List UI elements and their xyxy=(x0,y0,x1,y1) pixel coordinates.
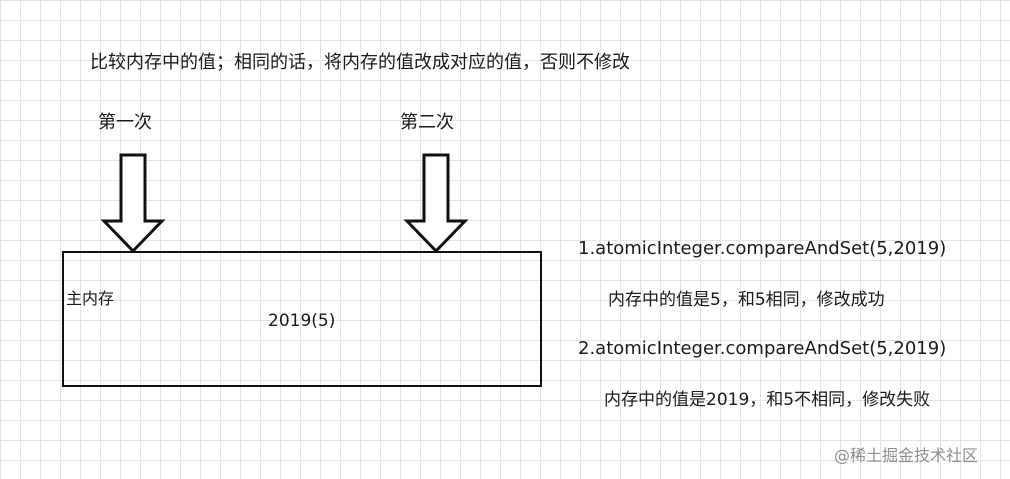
step-1-call: 1.atomicInteger.compareAndSet(5,2019) xyxy=(578,238,947,259)
step-2-call: 2.atomicInteger.compareAndSet(5,2019) xyxy=(578,338,947,359)
step-2-result: 内存中的值是2019，和5不相同，修改失败 xyxy=(604,390,931,410)
second-attempt-label: 第二次 xyxy=(400,112,454,133)
description-text: 比较内存中的值；相同的话，将内存的值改成对应的值，否则不修改 xyxy=(90,52,630,73)
first-down-arrow-icon xyxy=(100,153,166,254)
step-1-result: 内存中的值是5，和5相同，修改成功 xyxy=(608,290,885,310)
main-memory-value: 2019(5) xyxy=(268,311,336,331)
main-memory-box xyxy=(62,251,542,387)
main-memory-label: 主内存 xyxy=(66,289,115,308)
second-down-arrow-icon xyxy=(403,153,469,254)
watermark-text: @稀土掘金技术社区 xyxy=(834,446,979,465)
first-attempt-label: 第一次 xyxy=(98,112,152,133)
